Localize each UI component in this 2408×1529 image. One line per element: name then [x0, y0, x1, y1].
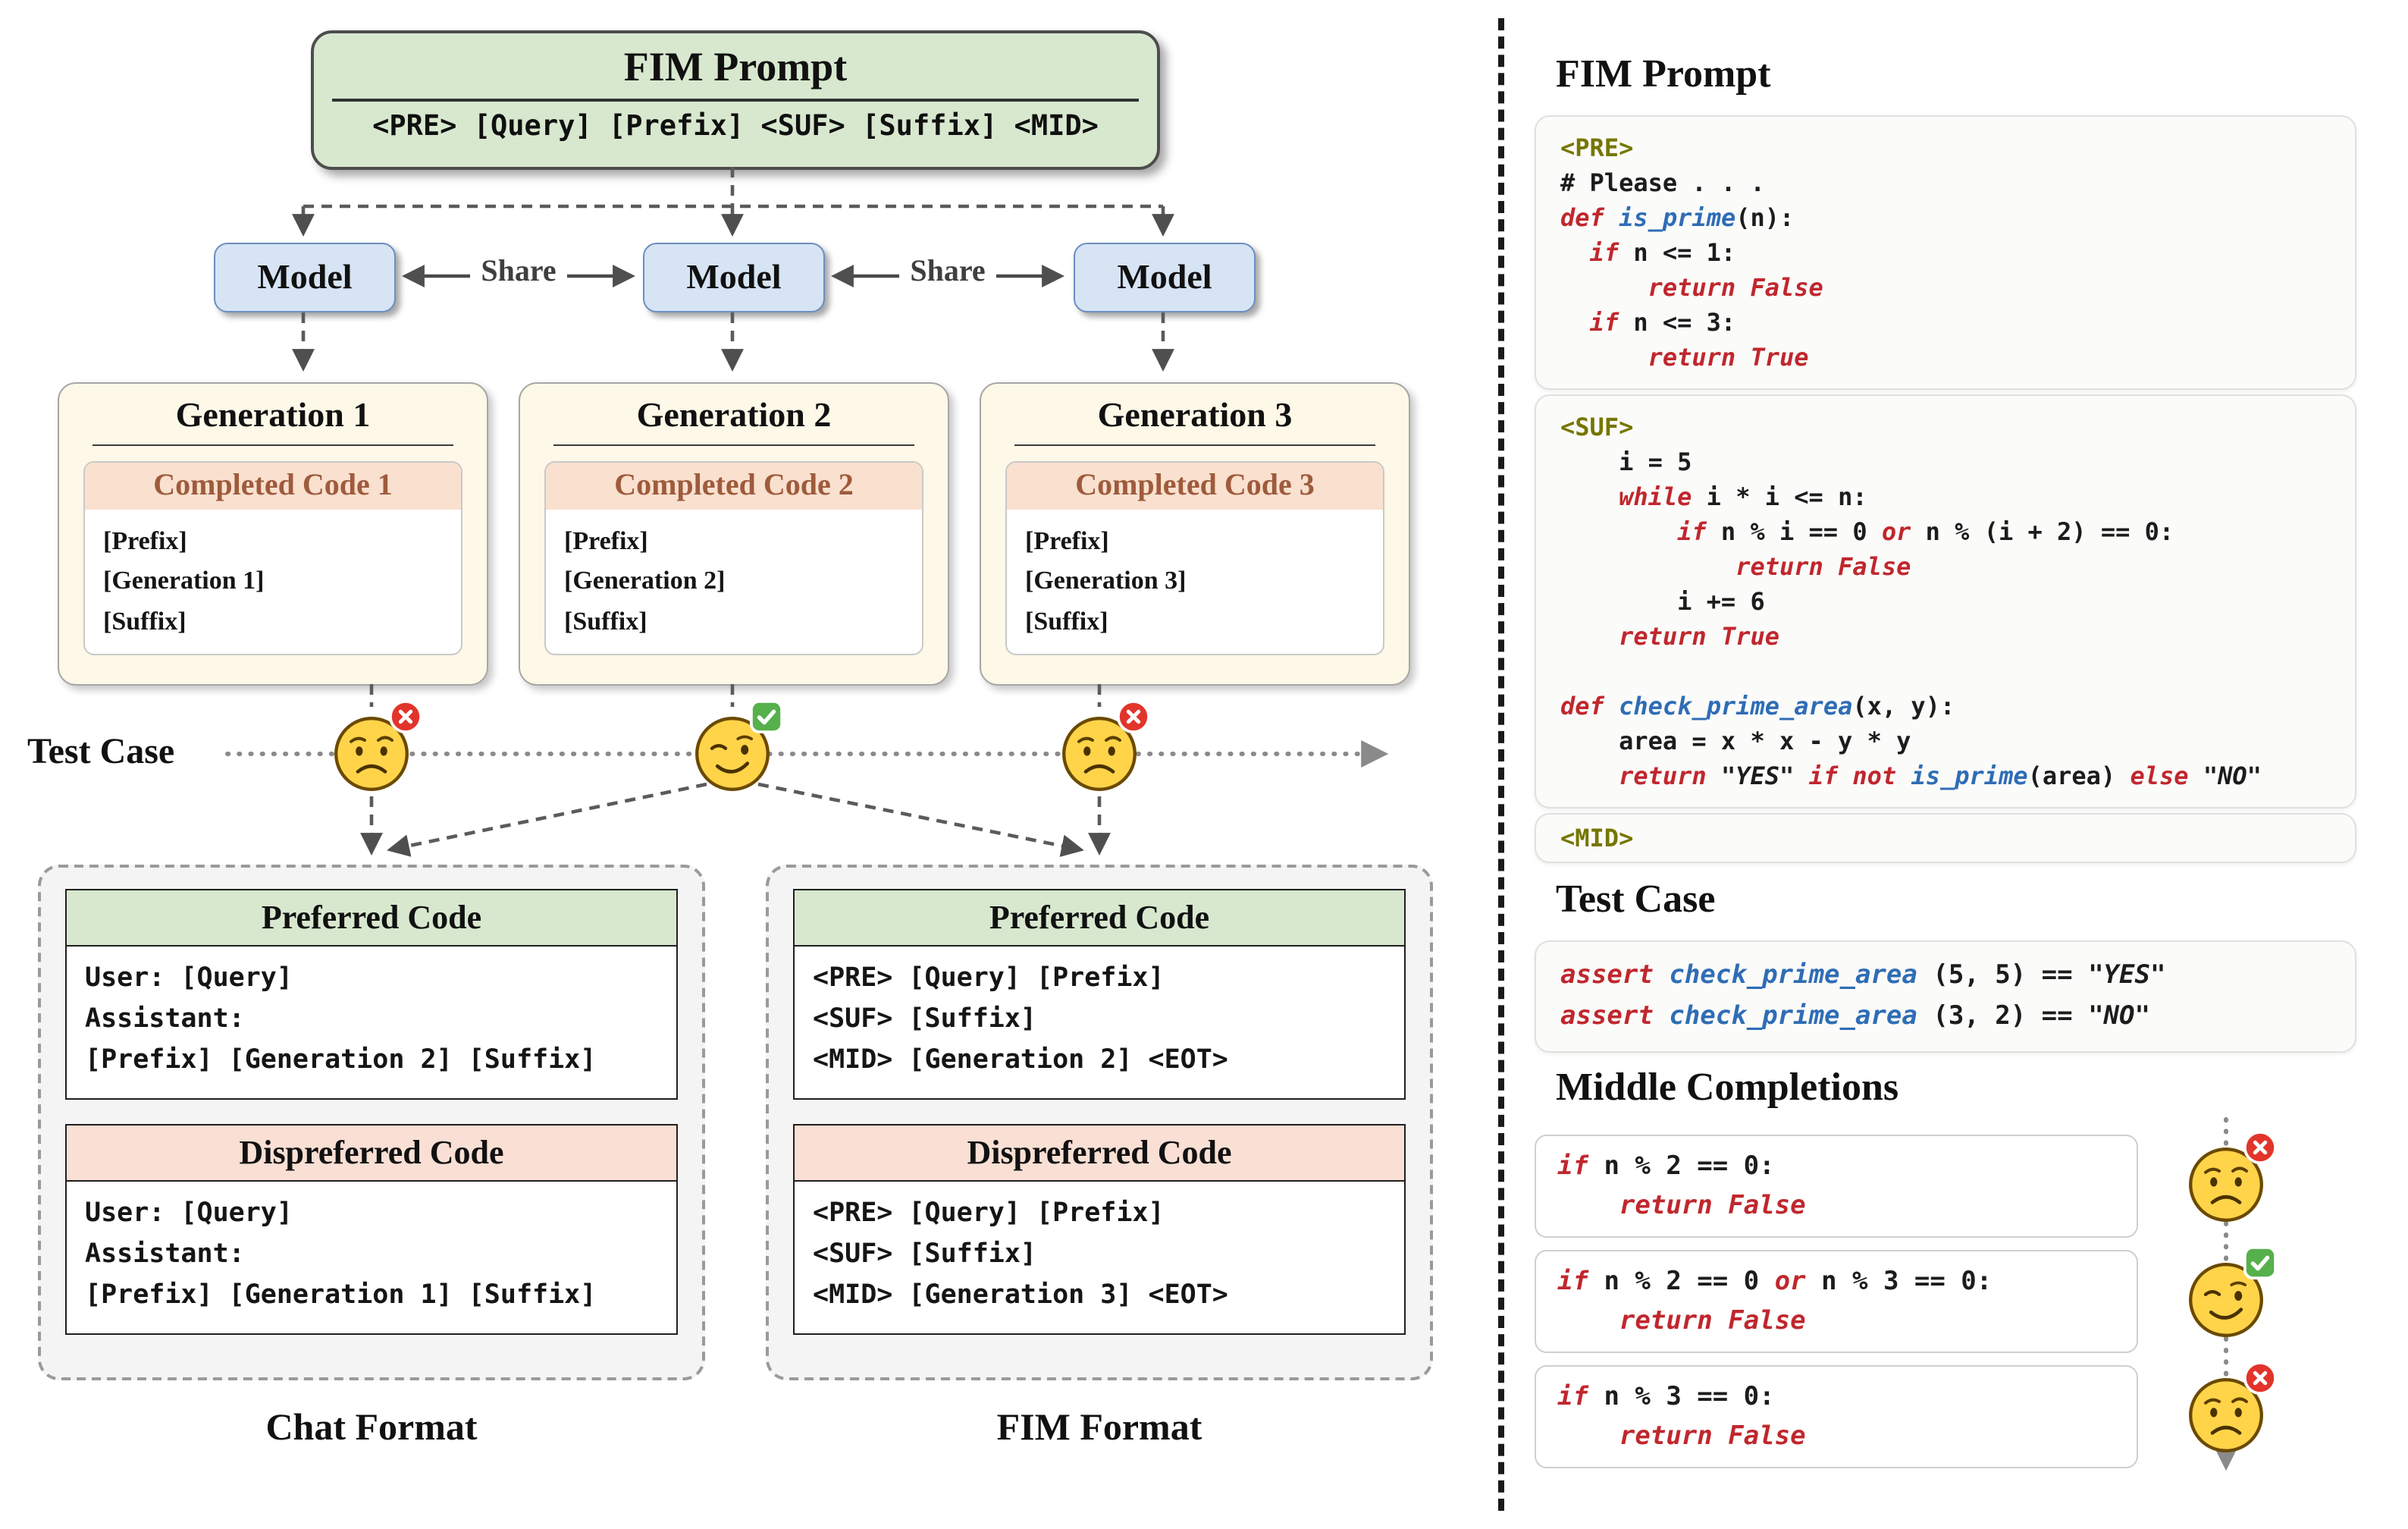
middle-completions-heading: Middle Completions — [1556, 1065, 1899, 1109]
mid-code-card: <MID> — [1535, 813, 2356, 863]
fail-badge-icon — [388, 699, 423, 734]
fim-prompt-tokens: <PRE> [Query] [Prefix] <SUF> [Suffix] <M… — [372, 111, 1099, 143]
panel-divider — [1498, 18, 1504, 1511]
chat-format-caption: Chat Format — [265, 1408, 478, 1449]
chat-format-box: Preferred Code User: [Query]Assistant:[P… — [38, 865, 705, 1380]
right-fim-prompt-heading: FIM Prompt — [1556, 52, 1771, 96]
sad-face-icon — [2185, 1130, 2278, 1226]
completed-code-header: Completed Code 3 — [1007, 463, 1383, 510]
preferred-code-header: Preferred Code — [67, 890, 676, 947]
model-box-3: Model — [1074, 243, 1256, 312]
preferred-code-header: Preferred Code — [795, 890, 1404, 947]
share-label-2: Share — [910, 255, 986, 288]
completed-code-lines: [Prefix][Generation 3][Suffix] — [1025, 526, 1187, 636]
test-case-card: assert check_prime_area (5, 5) == "YES"a… — [1535, 940, 2356, 1053]
test-case-label: Test Case — [27, 733, 175, 772]
completed-code-box: Completed Code 1 [Prefix][Generation 1][… — [83, 461, 462, 656]
model-box-2: Model — [643, 243, 825, 312]
generation-card-2: Generation 2 Completed Code 2 [Prefix][G… — [519, 382, 949, 686]
completed-code-header: Completed Code 2 — [546, 463, 922, 510]
suf-code-card: <SUF> i = 5 while i * i <= n: if n % i =… — [1535, 394, 2356, 808]
completed-code-lines: [Prefix][Generation 1][Suffix] — [103, 526, 265, 636]
generation-card-3: Generation 3 Completed Code 3 [Prefix][G… — [980, 382, 1410, 686]
generation-title: Generation 1 — [175, 396, 371, 434]
model-label: Model — [1117, 258, 1212, 296]
face2-to-chat-arrow — [387, 782, 707, 857]
preferred-code-lines: <PRE> [Query] [Prefix]<SUF> [Suffix]<MID… — [813, 963, 1228, 1076]
generation-title: Generation 2 — [636, 396, 832, 434]
divider — [92, 444, 453, 446]
pass-badge-icon — [749, 699, 784, 734]
fim-format-caption: FIM Format — [996, 1408, 1202, 1449]
pre-code-card: <PRE># Please . . .def is_prime(n): if n… — [1535, 115, 2356, 390]
completed-code-box: Completed Code 2 [Prefix][Generation 2][… — [544, 461, 923, 656]
fim-prompt-title: FIM Prompt — [623, 44, 848, 89]
preferred-code-section: Preferred Code <PRE> [Query] [Prefix]<SU… — [793, 889, 1406, 1100]
dispreferred-code-section: Dispreferred Code User: [Query]Assistant… — [65, 1124, 678, 1335]
generation-card-1: Generation 1 Completed Code 1 [Prefix][G… — [58, 382, 488, 686]
model-label: Model — [686, 258, 782, 296]
sad-face-icon — [1058, 699, 1151, 795]
fim-prompt-box: FIM Prompt <PRE> [Query] [Prefix] <SUF> … — [311, 30, 1160, 170]
fim-format-box: Preferred Code <PRE> [Query] [Prefix]<SU… — [766, 865, 1433, 1380]
face2-to-fim-arrow — [757, 782, 1084, 857]
preferred-code-lines: User: [Query]Assistant:[Prefix] [Generat… — [85, 963, 597, 1076]
dispreferred-code-lines: User: [Query]Assistant:[Prefix] [Generat… — [85, 1198, 597, 1311]
right-test-case-heading: Test Case — [1556, 877, 1716, 921]
share-label-1: Share — [481, 255, 557, 288]
dispreferred-code-section: Dispreferred Code <PRE> [Query] [Prefix]… — [793, 1124, 1406, 1335]
fail-badge-icon — [1116, 699, 1151, 734]
completion-card-1: if n % 2 == 0: return False — [1535, 1135, 2138, 1238]
completed-code-box: Completed Code 3 [Prefix][Generation 3][… — [1005, 461, 1384, 656]
wink-face-icon — [691, 699, 784, 795]
wink-face-icon — [2185, 1245, 2278, 1341]
completion-card-2: if n % 2 == 0 or n % 3 == 0: return Fals… — [1535, 1250, 2138, 1353]
dispreferred-code-lines: <PRE> [Query] [Prefix]<SUF> [Suffix]<MID… — [813, 1198, 1228, 1311]
sad-face-icon — [331, 699, 423, 795]
divider — [332, 99, 1139, 102]
preferred-code-section: Preferred Code User: [Query]Assistant:[P… — [65, 889, 678, 1100]
divider — [553, 444, 914, 446]
fail-badge-icon — [2243, 1361, 2278, 1396]
dispreferred-code-header: Dispreferred Code — [795, 1126, 1404, 1182]
completed-code-lines: [Prefix][Generation 2][Suffix] — [564, 526, 726, 636]
sad-face-icon — [2185, 1361, 2278, 1456]
fail-badge-icon — [2243, 1130, 2278, 1165]
pass-badge-icon — [2243, 1245, 2278, 1280]
model-label: Model — [257, 258, 353, 296]
divider — [1014, 444, 1375, 446]
completed-code-header: Completed Code 1 — [85, 463, 461, 510]
generation-title: Generation 3 — [1097, 396, 1293, 434]
model-box-1: Model — [214, 243, 396, 312]
dispreferred-code-header: Dispreferred Code — [67, 1126, 676, 1182]
completion-card-3: if n % 3 == 0: return False — [1535, 1365, 2138, 1468]
